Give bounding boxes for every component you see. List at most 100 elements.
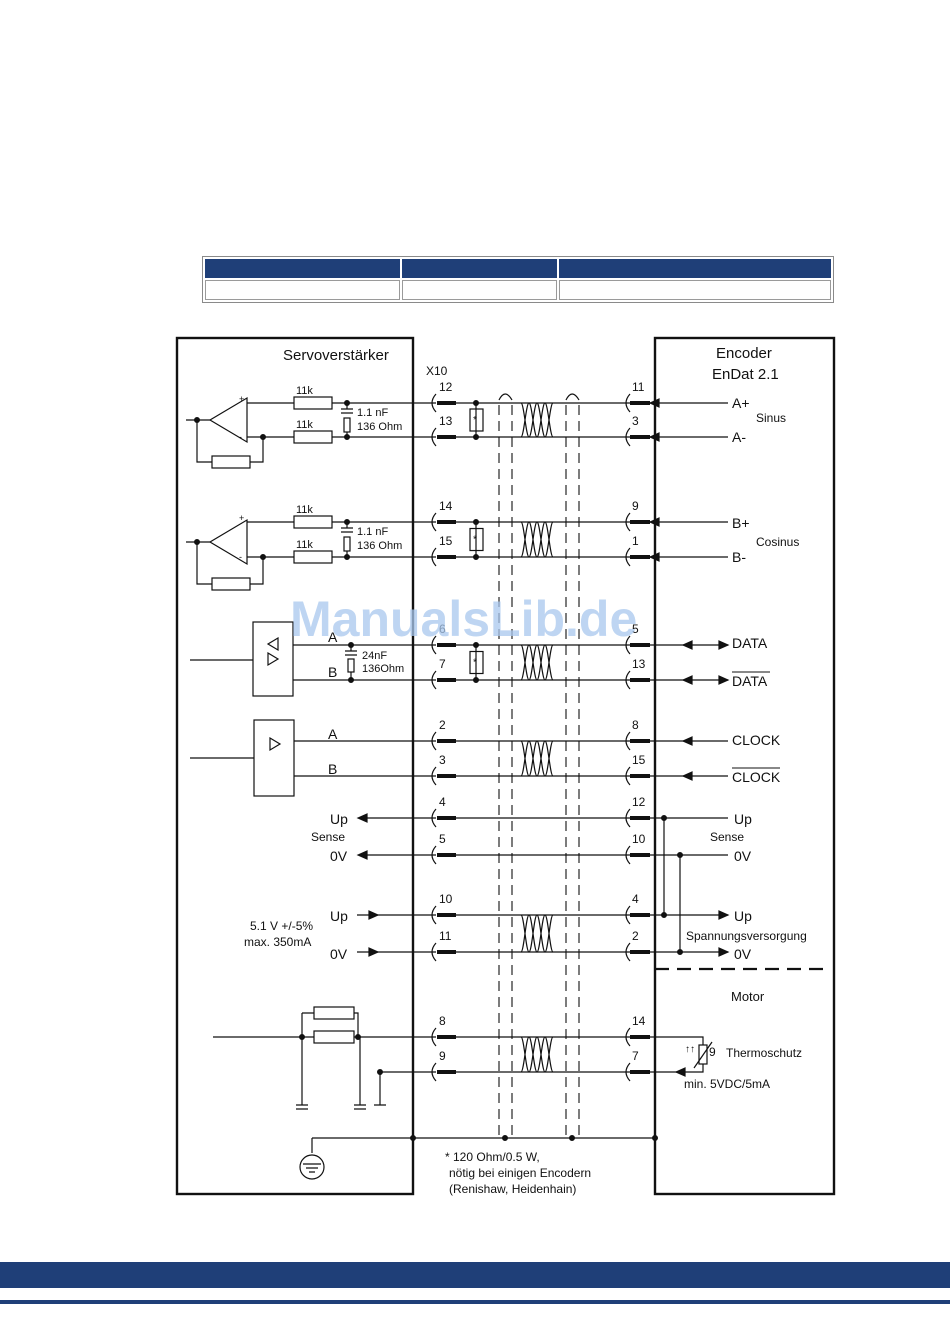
resistor-value: 136 Ohm	[357, 540, 402, 552]
opamp-minus: -	[239, 432, 242, 442]
table-header-cell	[402, 259, 557, 278]
encoder-subtitle: EnDat 2.1	[712, 366, 779, 383]
table-header-cell	[205, 259, 400, 278]
pin-number: 5	[439, 832, 446, 846]
transceiver-arrows	[266, 636, 280, 667]
data-bar-label: DATA	[732, 673, 768, 689]
capacitor-symbol	[354, 1104, 366, 1110]
opamp-plus: +	[239, 394, 244, 404]
junction-dot	[260, 553, 267, 560]
encoder-title: Encoder	[716, 345, 772, 362]
wire	[302, 1012, 359, 1037]
pin-number: 10	[439, 892, 453, 906]
junction-dot	[260, 434, 267, 441]
table-cell	[205, 280, 400, 300]
b-plus-label: B+	[732, 515, 750, 531]
capacitor-value: 24nF	[362, 650, 387, 662]
pin-number: 12	[439, 380, 453, 394]
twisted-pair	[520, 644, 554, 681]
servo-sense-label: Sense	[311, 830, 345, 844]
watermark-logo: ManualsLib.de	[290, 591, 637, 647]
capacitor-symbol	[345, 645, 357, 656]
wire	[650, 1036, 704, 1073]
clock-driver	[253, 719, 295, 797]
opamp-minus: -	[239, 552, 242, 562]
driver-arrow	[269, 736, 282, 752]
twisted-pair	[520, 740, 554, 777]
servo-title: Servoverstärker	[283, 347, 389, 364]
a-plus-label: A+	[732, 395, 750, 411]
pin-number: 15	[632, 753, 646, 767]
ground-wire	[374, 1071, 436, 1106]
pin-number: 5	[632, 622, 639, 636]
arrow-icon	[674, 1067, 686, 1077]
info-table	[202, 256, 834, 303]
footnote-line-1: * 120 Ohm/0.5 W,	[445, 1150, 540, 1164]
twisted-pair	[520, 521, 554, 558]
thermo-resistor	[313, 1006, 355, 1020]
arrow-icon	[648, 517, 660, 527]
arrow-icon	[681, 771, 693, 781]
pin-number: 3	[632, 414, 639, 428]
a-minus-label: A-	[732, 429, 746, 445]
thermistor-symbol	[698, 1044, 708, 1065]
pin-number: 11	[439, 929, 452, 943]
termination-star: *	[473, 415, 477, 426]
capacitor-symbol	[341, 522, 353, 533]
resistor-value: 11k	[296, 419, 313, 431]
resistor-value: 11k	[296, 385, 313, 397]
pin-number: 13	[632, 657, 646, 671]
spannungsversorgung-label: Spannungsversorgung	[686, 929, 807, 943]
earth-ground-icon	[299, 1154, 325, 1180]
arrow-icon	[648, 398, 660, 408]
enc-sense-label: Sense	[710, 830, 744, 844]
thermoschutz-label: Thermoschutz	[726, 1046, 802, 1060]
arrow-icon	[718, 640, 730, 650]
thermo-pin-label: 9	[709, 1045, 716, 1059]
supply-spec-1: 5.1 V +/-5%	[250, 919, 313, 933]
pin-number: 2	[439, 718, 446, 732]
arrow-icon	[681, 640, 693, 650]
resistor-symbol	[347, 658, 355, 673]
pin-number: 7	[439, 657, 446, 671]
pin-number: 2	[632, 929, 639, 943]
cosinus-label: Cosinus	[756, 535, 799, 549]
arrow-icon	[718, 675, 730, 685]
feedback-wire	[196, 420, 264, 463]
footer-band	[0, 1262, 950, 1288]
footnote-line-2: nötig bei einigen Encodern	[449, 1166, 591, 1180]
junction-dot	[651, 1134, 658, 1141]
pin-number: 13	[439, 414, 453, 428]
table-cell	[559, 280, 831, 300]
clock-bar-label: CLOCK	[732, 769, 781, 785]
resistor-value: 11k	[296, 504, 313, 516]
pin-number: 14	[632, 1014, 646, 1028]
pin-number: 11	[632, 380, 645, 394]
connector-label: X10	[426, 364, 448, 378]
twisted-pair	[520, 1036, 554, 1073]
pin-number: 7	[632, 1049, 639, 1063]
supply-spec-2: max. 350mA	[244, 935, 311, 949]
termination-resistor	[469, 527, 484, 552]
capacitor-value: 1.1 nF	[357, 526, 388, 538]
thermistor-slash	[693, 1041, 713, 1069]
thermo-resistor	[313, 1030, 355, 1044]
termination-star: *	[473, 535, 477, 546]
pin-number: 9	[632, 499, 639, 513]
pin-number: 12	[632, 795, 646, 809]
servo-0v-sense-label: 0V	[330, 848, 348, 864]
resistor-value: 11k	[296, 539, 313, 551]
table-cell	[402, 280, 557, 300]
pin-number: 15	[439, 534, 453, 548]
capacitor-symbol	[341, 403, 353, 414]
capacitor-value: 1.1 nF	[357, 407, 388, 419]
motor-label: Motor	[731, 989, 765, 1004]
data-port-a-label: A	[328, 629, 338, 645]
resistor-11k	[293, 430, 333, 444]
enc-up-sense-label: Up	[734, 811, 752, 827]
arrow-icon	[368, 910, 380, 920]
pin-number: 9	[439, 1049, 446, 1063]
encoder-box	[653, 336, 836, 1196]
footnote-line-3: (Renishaw, Heidenhain)	[449, 1182, 576, 1196]
